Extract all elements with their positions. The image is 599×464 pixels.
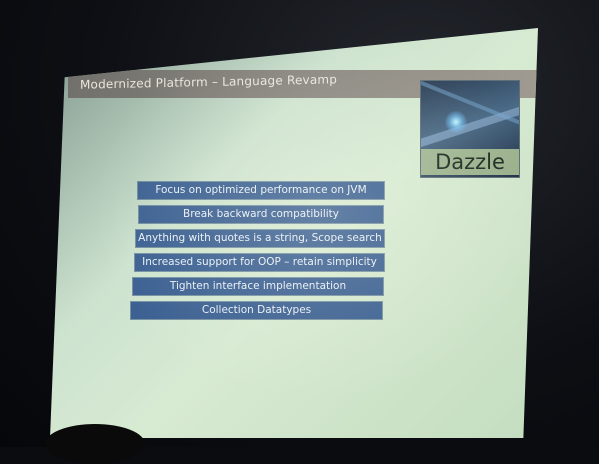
bullet-list: Focus on optimized performance on JVM Br… [131, 182, 396, 326]
logo-light-streak [421, 101, 519, 149]
logo-glow [445, 111, 467, 133]
logo-wordmark: Dazzle [421, 149, 519, 175]
bullet-item: Collection Datatypes [131, 302, 382, 319]
bullet-item: Tighten interface implementation [133, 278, 383, 295]
bullet-item: Break backward compatibility [139, 206, 383, 223]
dazzle-logo: Dazzle [420, 80, 520, 178]
bullet-item: Increased support for OOP – retain simpl… [135, 254, 384, 271]
audience-head-silhouette [45, 424, 145, 464]
projection-screen: Modernized Platform – Language Revamp Da… [50, 28, 538, 438]
bullet-item: Focus on optimized performance on JVM [138, 182, 384, 199]
bullet-item: Anything with quotes is a string, Scope … [136, 230, 384, 247]
